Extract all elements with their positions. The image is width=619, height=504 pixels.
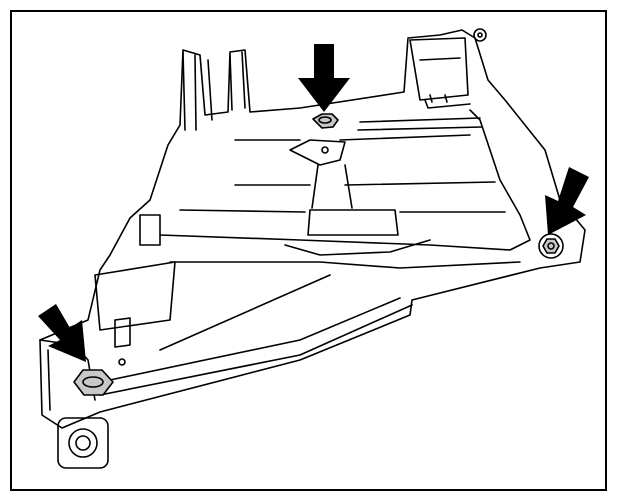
foot-hole-outer — [68, 428, 98, 458]
tray-ridge-1 — [234, 134, 471, 141]
tray-ridge-3 — [179, 209, 506, 213]
bracket-pin-center — [477, 32, 483, 38]
arrow-top-center — [298, 44, 350, 112]
right-bracket — [409, 37, 471, 109]
tray-front-lip — [169, 239, 521, 269]
lower-diagonal-rail — [99, 274, 413, 396]
right-bolt — [538, 233, 564, 259]
left-wall-post — [182, 51, 246, 131]
arrow-right — [545, 167, 589, 235]
foot-hole-inner — [75, 435, 91, 451]
left-tab — [139, 214, 161, 246]
center-mount-plate — [289, 139, 346, 166]
mounting-foot — [57, 417, 109, 469]
lower-left-panel — [94, 261, 176, 348]
bracket-pin — [473, 28, 487, 42]
top-center-nut — [312, 113, 339, 129]
small-hole — [118, 358, 126, 366]
center-pedestal — [307, 164, 399, 236]
tray-inner-rim — [159, 109, 531, 251]
tray-ridge-2 — [234, 181, 496, 186]
center-plate-hole — [321, 146, 329, 154]
tray-ridge-4 — [357, 117, 483, 131]
left-nut — [73, 369, 114, 396]
arrow-left — [38, 304, 86, 362]
top-center-nut-hole — [318, 116, 332, 124]
